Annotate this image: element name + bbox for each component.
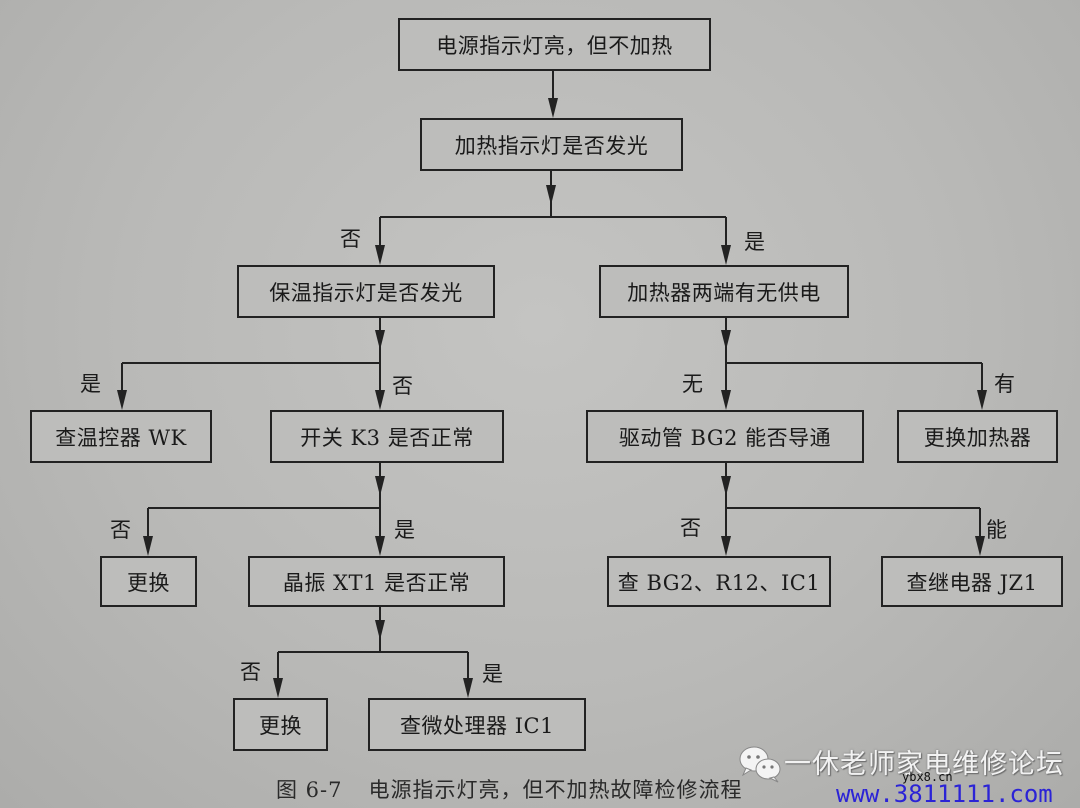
node-heater-power-check: 加热器两端有无供电 bbox=[599, 265, 849, 318]
node-power-light-on-no-heat: 电源指示灯亮，但不加热 bbox=[398, 18, 711, 71]
edge-label-yes: 是 bbox=[80, 372, 101, 396]
node-check-bg2-r12-ic1: 查 BG2、R12、IC1 bbox=[607, 556, 831, 607]
wechat-icon bbox=[739, 746, 781, 783]
edge-label-has: 有 bbox=[994, 372, 1015, 396]
edge-label-yes: 是 bbox=[482, 662, 503, 686]
node-check-mcu-ic1: 查微处理器 IC1 bbox=[368, 698, 586, 751]
node-replace-heater: 更换加热器 bbox=[897, 410, 1058, 463]
edge-label-no: 否 bbox=[340, 227, 361, 251]
node-keep-warm-light-check: 保温指示灯是否发光 bbox=[237, 265, 495, 318]
figure-number: 图 6-7 bbox=[276, 778, 343, 802]
node-check-thermostat-wk: 查温控器 WK bbox=[30, 410, 212, 463]
node-check-relay-jz1: 查继电器 JZ1 bbox=[881, 556, 1063, 607]
edge-label-yes: 是 bbox=[744, 230, 765, 254]
figure-title: 电源指示灯亮，但不加热故障检修流程 bbox=[368, 778, 743, 802]
edge-label-no: 否 bbox=[240, 660, 261, 684]
node-driver-bg2-check: 驱动管 BG2 能否导通 bbox=[586, 410, 864, 463]
edge-label-none: 无 bbox=[682, 372, 703, 396]
node-crystal-xt1-check: 晶振 XT1 是否正常 bbox=[248, 556, 505, 607]
edge-label-can: 能 bbox=[986, 518, 1007, 542]
watermark-small-domain: ybx8.cn bbox=[902, 770, 953, 784]
node-heat-light-check: 加热指示灯是否发光 bbox=[420, 118, 683, 171]
watermark-forum-name: 一休老师家电维修论坛 bbox=[784, 749, 1064, 780]
figure-caption: 图 6-7 电源指示灯亮，但不加热故障检修流程 bbox=[276, 774, 743, 804]
edge-label-yes: 是 bbox=[394, 518, 415, 542]
node-replace-xt1: 更换 bbox=[233, 698, 328, 751]
node-switch-k3-check: 开关 K3 是否正常 bbox=[270, 410, 504, 463]
edge-label-no: 否 bbox=[392, 374, 413, 398]
edge-label-no: 否 bbox=[680, 516, 701, 540]
edge-label-no: 否 bbox=[110, 518, 131, 542]
watermark-url: www.3811111.com bbox=[836, 780, 1053, 808]
node-replace-k3: 更换 bbox=[100, 556, 197, 607]
